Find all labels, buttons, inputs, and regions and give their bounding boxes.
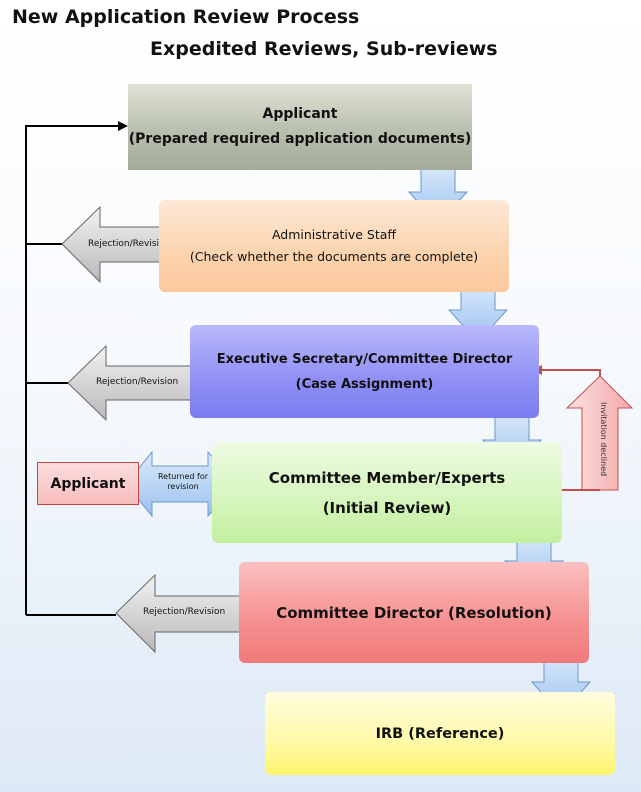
step-committee-member: Committee Member/Experts (Initial Review… bbox=[212, 442, 562, 543]
step-exec-note: (Case Assignment) bbox=[295, 376, 434, 392]
step-committee-director: Committee Director (Resolution) bbox=[239, 562, 589, 663]
step-irb: IRB (Reference) bbox=[265, 692, 615, 775]
rejection-label-2: Rejection/Revision bbox=[96, 377, 179, 387]
feedback-arrowhead bbox=[118, 121, 128, 131]
side-applicant-box: Applicant bbox=[37, 462, 139, 505]
invitation-arrow bbox=[565, 375, 634, 491]
step-applicant-title: Applicant bbox=[262, 106, 338, 122]
returned-label: Returned for revision bbox=[157, 472, 209, 491]
step-committee-title: Committee Member/Experts bbox=[268, 468, 506, 487]
step-admin-staff: Administrative Staff (Check whether the … bbox=[159, 200, 509, 292]
step-exec-title: Executive Secretary/Committee Director bbox=[216, 351, 513, 367]
feedback-line bbox=[25, 125, 120, 616]
step-applicant-note: (Prepared required application documents… bbox=[128, 131, 472, 147]
side-applicant-label: Applicant bbox=[50, 475, 126, 492]
step-irb-title: IRB (Reference) bbox=[375, 725, 505, 742]
step-director-title: Committee Director (Resolution) bbox=[276, 603, 552, 622]
diagram-title: New Application Review Process bbox=[12, 6, 360, 28]
rejection-label-3: Rejection/Revision bbox=[143, 607, 226, 617]
rejection-label-1: Rejection/Revision bbox=[88, 239, 171, 249]
invitation-back-line bbox=[540, 369, 601, 376]
step-executive-secretary: Executive Secretary/Committee Director (… bbox=[190, 325, 539, 418]
step-committee-note: (Initial Review) bbox=[322, 498, 452, 517]
step-admin-title: Administrative Staff bbox=[271, 227, 397, 242]
diagram-subtitle: Expedited Reviews, Sub-reviews bbox=[150, 38, 498, 60]
invitation-label: Invitation declined bbox=[599, 402, 608, 477]
step-applicant: Applicant (Prepared required application… bbox=[128, 84, 472, 170]
step-admin-note: (Check whether the documents are complet… bbox=[189, 249, 479, 264]
